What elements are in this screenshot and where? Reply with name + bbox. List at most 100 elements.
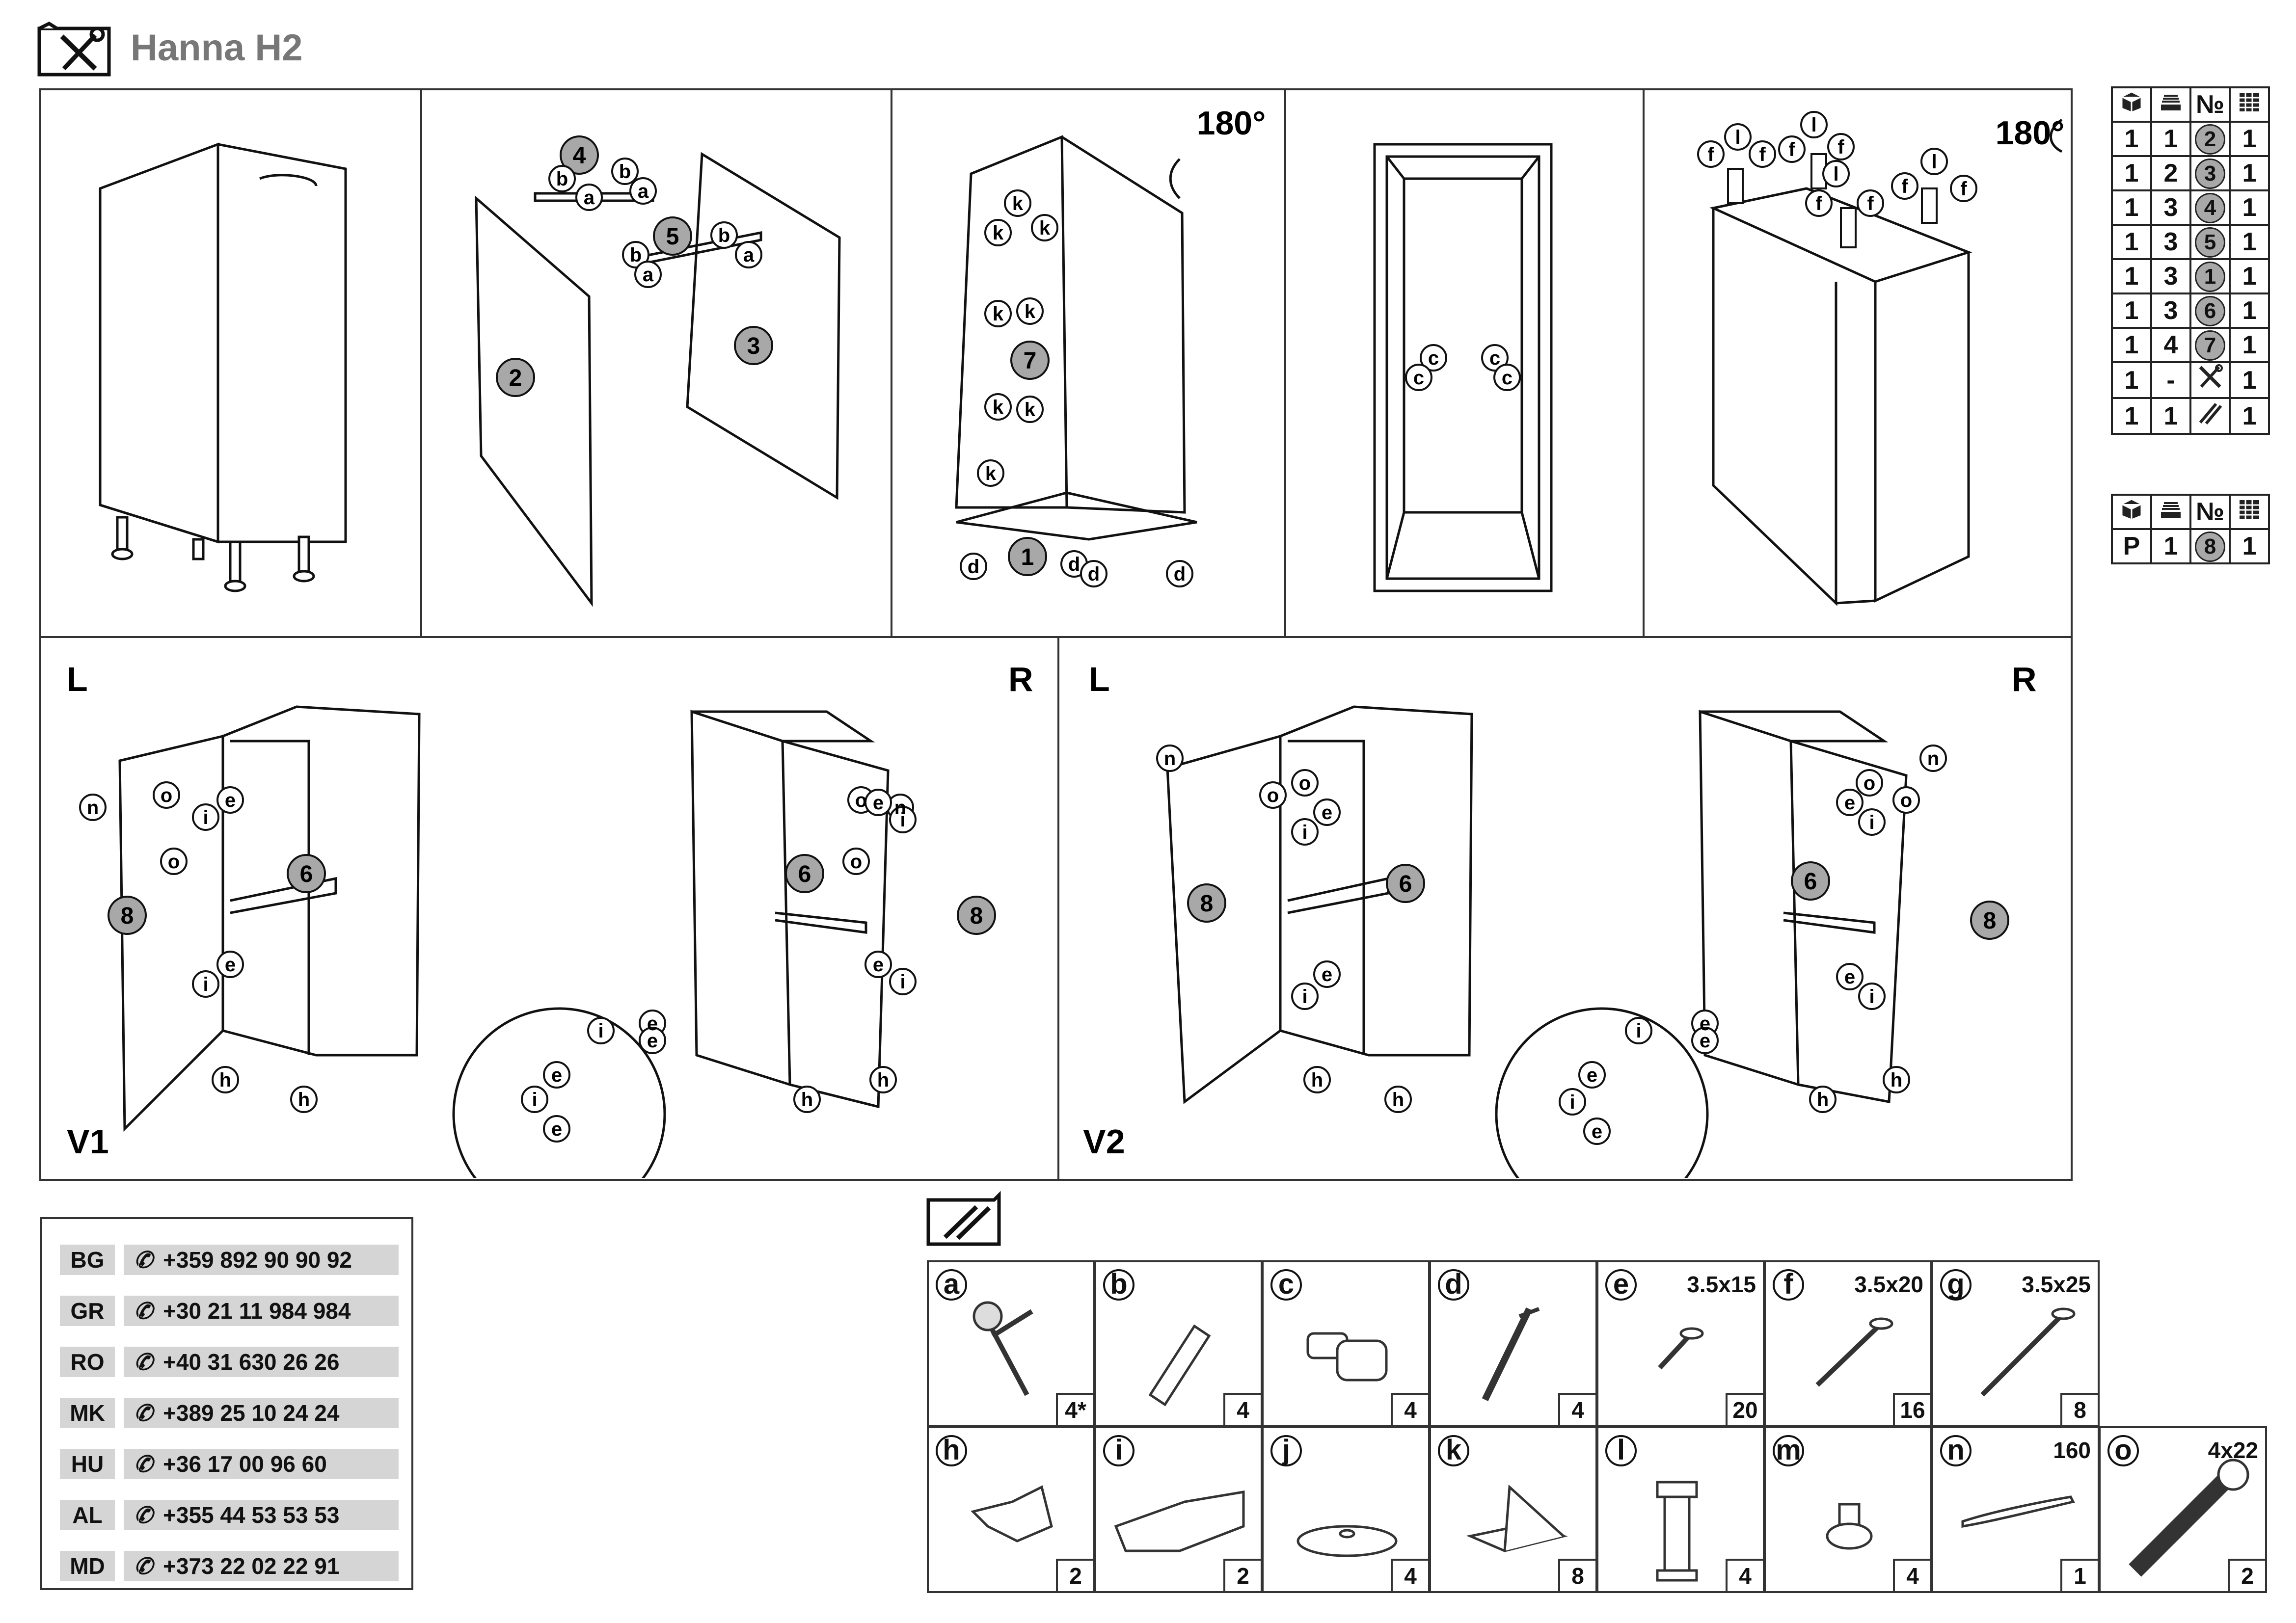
part-number-badge: 7 [2195,330,2225,361]
hardware-size: 160 [2053,1437,2091,1463]
part-badge: 5 [666,224,679,250]
svg-text:o: o [1900,790,1912,811]
svg-text:i: i [1569,1091,1575,1113]
svg-text:f: f [1707,144,1714,165]
parts-table-cell: 1 [2111,293,2152,329]
phone-number[interactable]: ✆+36 17 00 96 60 [124,1449,399,1479]
hardware-size: 3.5x20 [1854,1272,1923,1297]
parts-table-cell: - [2150,361,2191,399]
svg-text:h: h [219,1069,231,1091]
svg-text:i: i [532,1089,537,1111]
svg-text:n: n [1164,748,1176,770]
grid-icon [2229,86,2270,123]
part-number-badge: 8 [2195,532,2225,562]
phone-number[interactable]: ✆+30 21 11 984 984 [124,1296,399,1326]
hardware-letter: b [1103,1269,1134,1301]
svg-text:f: f [1837,136,1844,158]
hardware-bag-icon [925,1190,1004,1251]
svg-text:i: i [203,807,208,828]
svg-text:i: i [900,809,905,831]
svg-text:b: b [630,244,642,266]
svg-text:k: k [1025,399,1036,421]
stack-icon [2150,86,2191,123]
phone-number[interactable]: ✆+355 44 53 53 53 [124,1500,399,1530]
svg-text:i: i [598,1020,603,1042]
hardware-letter: h [936,1435,967,1466]
svg-text:8: 8 [121,903,134,929]
parts-table-cell: 1 [2150,528,2191,564]
hardware-g-icon [1980,1307,2076,1397]
hardware-j-icon [1297,1525,1398,1557]
variant-label: V1 [67,1122,109,1161]
svg-text:f: f [1867,193,1874,214]
parts-table-cell: 1 [2111,121,2152,157]
parts-table-cell: 1 [2111,189,2152,226]
hardware-size: 3.5x25 [2022,1272,2091,1297]
parts-table-cell: 1 [2229,155,2270,191]
parts-table-cell: 1 [2229,327,2270,363]
svg-text:c: c [1489,347,1500,369]
rotate-180-label: 180° [1197,105,1266,142]
phone-icon: ✆ [134,1451,153,1477]
svg-text:b: b [718,225,730,246]
svg-text:l: l [1811,114,1816,136]
svg-text:i: i [1302,986,1307,1008]
phone-icon: ✆ [134,1553,153,1579]
svg-text:e: e [647,1013,658,1035]
hardware-quantity: 2 [2228,1559,2265,1591]
svg-text:l: l [1735,127,1740,148]
svg-text:e: e [873,954,884,976]
svg-text:e: e [551,1064,562,1086]
country-code: MK [60,1398,115,1428]
step-panel-1 [41,90,422,636]
svg-text:i: i [1869,986,1874,1008]
svg-text:f: f [1960,178,1967,200]
svg-text:k: k [993,303,1004,325]
parts-table-cell: P [2111,528,2152,564]
hardware-quantity: 4* [1056,1393,1093,1425]
page-title: Hanna H2 [131,27,303,69]
hardware-quantity: 8 [1558,1559,1595,1591]
parts-table-cell: 3 [2150,293,2191,329]
svg-text:i: i [1302,822,1307,843]
phone-number[interactable]: ✆+40 31 630 26 26 [124,1347,399,1377]
hardware-quantity: 4 [1391,1559,1428,1591]
svg-text:o: o [1299,772,1311,794]
hardware-letter: d [1438,1269,1469,1301]
svg-text:e: e [551,1118,562,1140]
parts-table-cell: 1 [2229,293,2270,329]
hardware-item-o: o 4x22 2 [2099,1426,2267,1593]
stack-icon [2150,494,2191,530]
svg-text:l: l [1833,163,1838,185]
hardware-quantity: 4 [1558,1393,1595,1425]
svg-text:e: e [1700,1013,1710,1035]
phone-number[interactable]: ✆+389 25 10 24 24 [124,1398,399,1428]
hardware-size: 4x22 [2208,1437,2258,1463]
assembled-cabinet-illustration [99,142,347,592]
svg-text:k: k [1012,193,1024,214]
hardware-letter: o [2107,1435,2139,1466]
hardware-quantity: 16 [1893,1393,1930,1425]
part-badge: 7 [1024,348,1037,374]
phone-number[interactable]: ✆+359 892 90 90 92 [124,1245,399,1275]
svg-text:i: i [203,974,208,995]
svg-text:k: k [993,222,1004,244]
hardware-l-icon [1656,1481,1698,1582]
svg-text:e: e [1322,802,1332,824]
phone-number[interactable]: ✆+373 22 02 22 91 [124,1551,399,1581]
svg-text:o: o [161,785,172,806]
svg-text:b: b [556,168,568,190]
grid-icon [2229,494,2270,530]
